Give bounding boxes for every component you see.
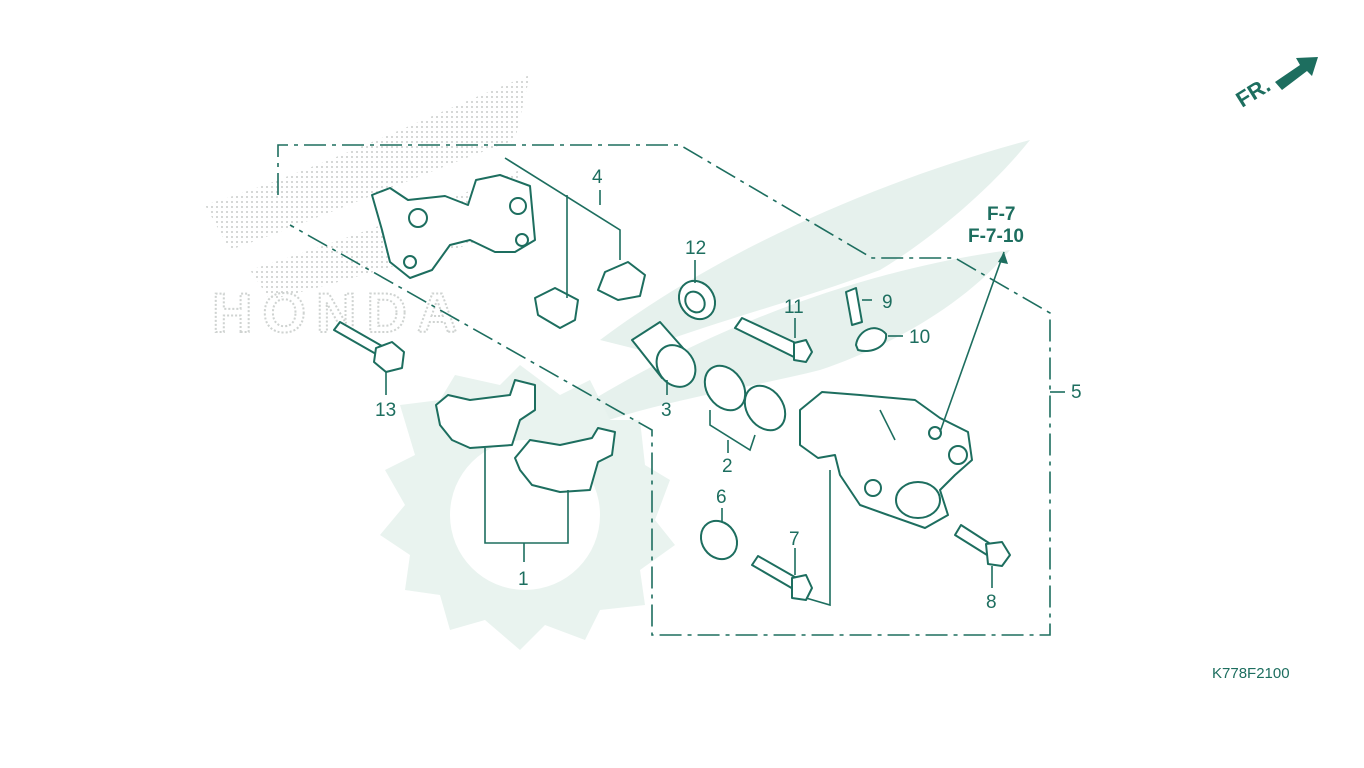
caliper-body (799, 391, 973, 529)
callout-2: 2 (722, 456, 733, 477)
piston-seals (703, 364, 787, 432)
callout-7: 7 (789, 529, 800, 550)
callout-8: 8 (986, 592, 997, 613)
assembly-outline (277, 144, 1051, 636)
pin-boot-lower (699, 519, 739, 561)
callout-4: 4 (592, 167, 603, 188)
callout-12: 12 (685, 238, 706, 259)
slide-pin-upper (734, 317, 813, 363)
callout-1: 1 (518, 569, 529, 590)
front-arrow-icon: FR. (1231, 57, 1318, 112)
brake-pad-front (435, 379, 536, 449)
bleeder-cap (855, 327, 888, 352)
watermark-text: HONDA (212, 281, 467, 344)
bleeder-screw (845, 287, 863, 326)
callout-13: 13 (375, 400, 396, 421)
caliper-bracket (371, 174, 536, 279)
callout-11: 11 (784, 297, 804, 318)
callout-5: 5 (1071, 382, 1082, 403)
svg-text:FR.: FR. (1231, 72, 1274, 112)
callout-3: 3 (661, 400, 672, 421)
pad-spring-right (597, 261, 646, 301)
caliper-bolt (954, 524, 1011, 567)
piston (631, 321, 697, 388)
reference-f7-10[interactable]: F-7-10 (968, 226, 1024, 247)
bracket-bolt (333, 321, 405, 373)
diagram-code: K778F2100 (1212, 665, 1290, 682)
pad-spring-left (534, 287, 579, 329)
honda-wing-watermark (205, 75, 1030, 430)
pin-boot (677, 279, 717, 321)
callout-6: 6 (716, 487, 727, 508)
reference-f7[interactable]: F-7 (987, 204, 1016, 225)
callout-10: 10 (909, 327, 930, 348)
slide-pin-lower (751, 555, 813, 601)
brake-pad-rear (514, 427, 616, 493)
callout-9: 9 (882, 292, 893, 313)
